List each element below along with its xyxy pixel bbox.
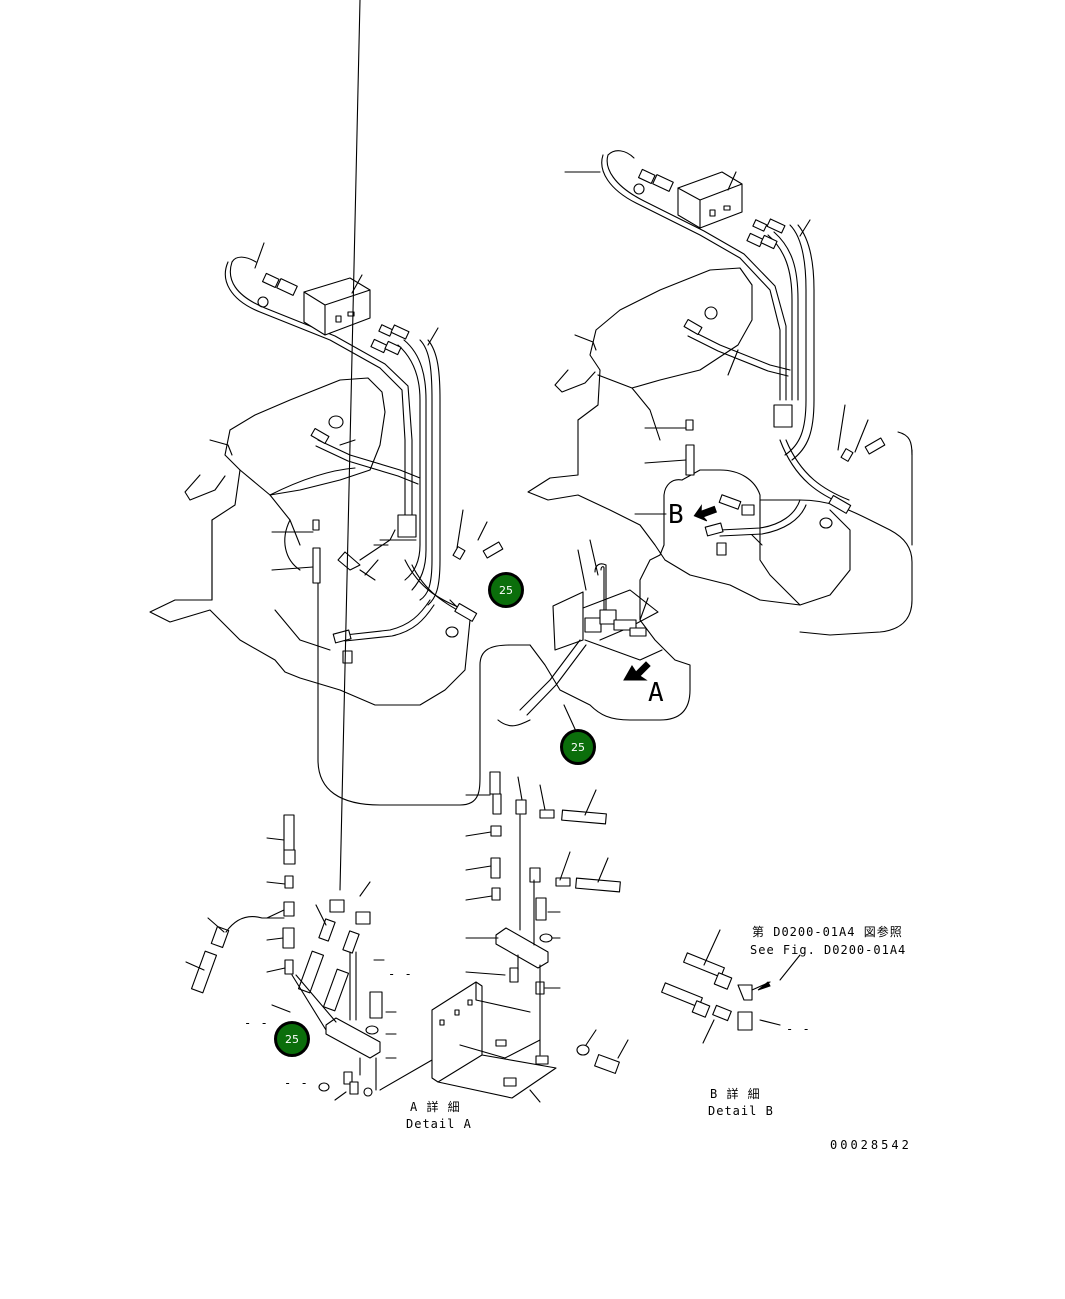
reference-note-jp: 第 D0200-01A4 図参照 bbox=[752, 925, 903, 939]
dash-mark: - - bbox=[284, 1076, 309, 1090]
reference-note-en: See Fig. D0200-01A4 bbox=[750, 943, 907, 957]
left-engine bbox=[149, 242, 531, 806]
callout-badge-25[interactable]: 25 bbox=[488, 572, 524, 608]
detail-a-caption-jp: A 詳 細 bbox=[410, 1100, 461, 1114]
dash-mark: - - bbox=[786, 1022, 811, 1036]
detail-a-caption-en: Detail A bbox=[406, 1117, 472, 1131]
drawing-number: 00028542 bbox=[830, 1138, 912, 1152]
center-valve-assembly bbox=[497, 539, 663, 741]
detail-b-caption-en: Detail B bbox=[708, 1104, 774, 1118]
view-letter-a: A bbox=[648, 678, 664, 708]
callout-badge-25[interactable]: 25 bbox=[274, 1021, 310, 1057]
detail-b-parts bbox=[661, 929, 801, 1044]
dash-mark: - - bbox=[388, 967, 413, 981]
detail-b-caption-jp: B 詳 細 bbox=[710, 1087, 761, 1101]
callout-badge-25[interactable]: 25 bbox=[560, 729, 596, 765]
view-letter-b: B bbox=[668, 500, 684, 530]
detail-a-parts bbox=[185, 0, 629, 1103]
dash-mark: - - bbox=[244, 1016, 269, 1030]
right-engine bbox=[527, 150, 913, 721]
